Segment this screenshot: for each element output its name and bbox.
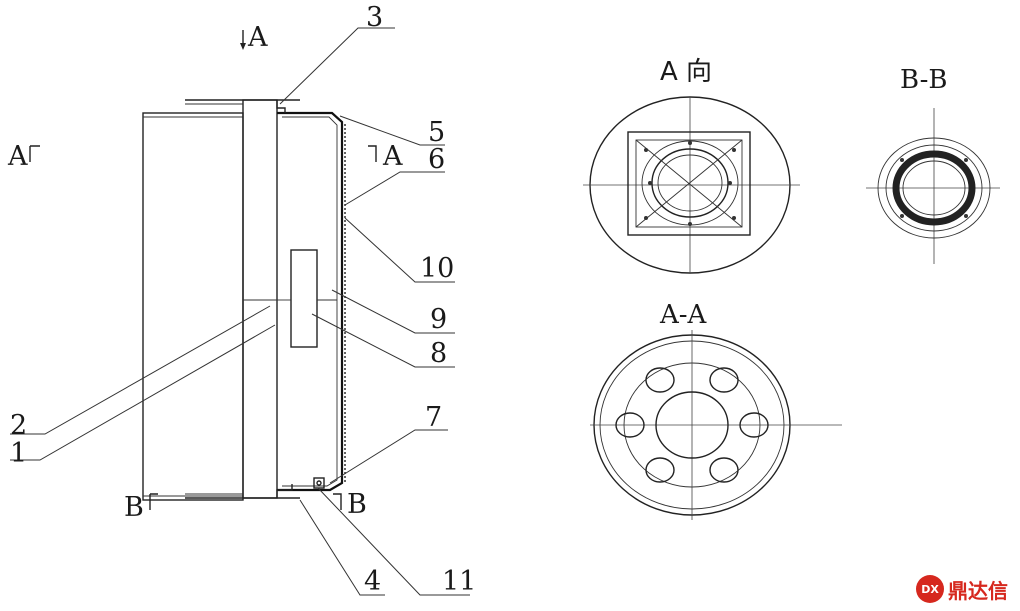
logo-mark-icon: DX (916, 575, 944, 603)
callout-7: 7 (425, 402, 442, 433)
callout-3: 3 (366, 2, 383, 33)
callout-11: 11 (442, 566, 476, 597)
callouts: 1 2 3 4 5 6 7 8 9 10 11 (10, 2, 476, 597)
section-mark-a-right: A (382, 141, 403, 172)
section-mark-a-left: A (7, 141, 28, 172)
leader-lines (10, 27, 470, 596)
section-bb-title: B-B (900, 65, 947, 95)
callout-9: 9 (430, 304, 447, 335)
callout-5: 5 (428, 117, 445, 148)
callout-8: 8 (430, 338, 447, 369)
section-bb: B-B (866, 65, 1000, 264)
callout-10: 10 (420, 253, 454, 284)
callout-2: 2 (10, 410, 27, 441)
section-mark-b-right: B (347, 489, 367, 520)
view-a: A 向 (583, 57, 800, 274)
section-aa-title: A-A (659, 300, 708, 330)
callout-4: 4 (364, 566, 381, 597)
section-aa: A-A (590, 300, 842, 520)
view-a-title: A 向 (660, 57, 712, 87)
callout-6: 6 (428, 144, 445, 175)
main-view (142, 99, 346, 501)
section-markers: A A A B B (7, 22, 403, 523)
section-mark-b-left: B (124, 492, 144, 523)
callout-1: 1 (10, 438, 27, 469)
section-mark-a-top: A (247, 22, 268, 53)
logo-text: 鼎达信 (948, 578, 1008, 603)
watermark-logo: DX 鼎达信 (916, 573, 1016, 605)
